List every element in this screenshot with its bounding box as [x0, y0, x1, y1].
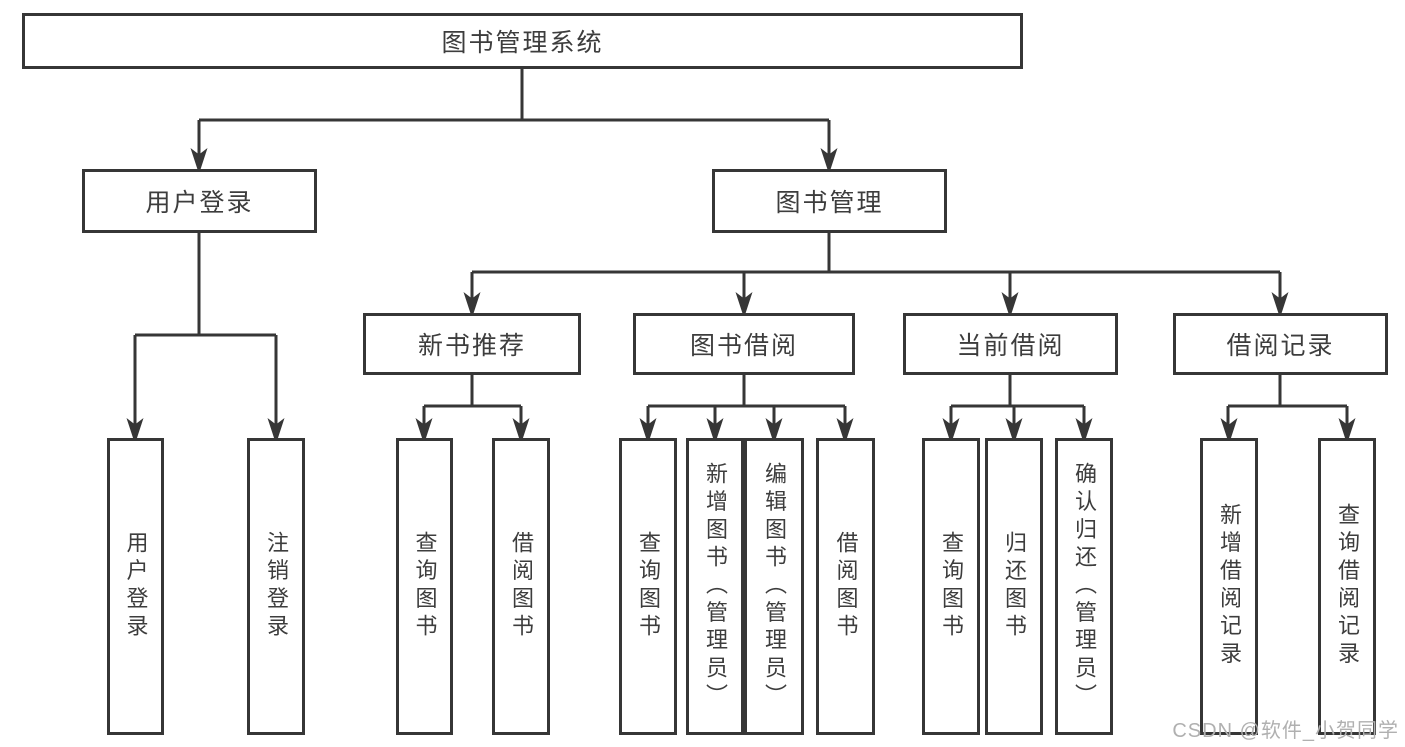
- node-label: 图书借阅: [689, 332, 798, 360]
- connector-records-group: [1226, 375, 1349, 434]
- leaf-label: 注销登录: [264, 531, 289, 642]
- connector-borrowing-group: [646, 375, 847, 434]
- leaf-label: 查询图书: [939, 531, 964, 642]
- node-user-login-module: 用户登录: [82, 169, 317, 233]
- leaf-label: 查询图书: [636, 531, 661, 642]
- node-label: 借阅记录: [1226, 332, 1335, 360]
- connector-root-to-level2: [197, 69, 831, 166]
- node-library-management-system: 图书管理系统: [22, 13, 1023, 69]
- leaf-return-books: 归还图书: [985, 438, 1043, 735]
- leaf-label: 用户登录: [123, 531, 149, 642]
- node-label: 图书管理系统: [441, 29, 604, 57]
- connector-user-login-group: [133, 233, 278, 434]
- leaf-user-login: 用户登录: [107, 438, 164, 735]
- node-book-management-module: 图书管理: [712, 169, 947, 233]
- leaf-logout: 注销登录: [247, 438, 305, 735]
- node-borrowing-records: 借阅记录: [1173, 313, 1388, 375]
- leaf-label: 借阅图书: [833, 531, 859, 642]
- leaf-edit-books-admin: 编辑图书（管理员）: [744, 438, 804, 735]
- node-new-book-recommendation: 新书推荐: [363, 313, 581, 375]
- leaf-borrow-books-recommendation: 借阅图书: [492, 438, 550, 735]
- leaf-label: 查询借阅记录: [1335, 503, 1360, 670]
- leaf-confirm-return-admin: 确认归还（管理员）: [1055, 438, 1113, 735]
- node-label: 当前借阅: [956, 332, 1065, 360]
- node-label: 图书管理: [775, 189, 884, 217]
- connector-current-group: [949, 375, 1086, 434]
- leaf-label: 归还图书: [1002, 531, 1027, 642]
- connector-book-mgmt-to-level3: [470, 233, 1282, 310]
- node-book-borrowing: 图书借阅: [633, 313, 855, 375]
- node-label: 新书推荐: [417, 332, 526, 360]
- node-current-borrowing: 当前借阅: [903, 313, 1118, 375]
- leaf-query-borrow-record: 查询借阅记录: [1318, 438, 1376, 735]
- connector-new-book-group: [422, 375, 523, 434]
- csdn-watermark: CSDN @软件_小贺同学: [1172, 720, 1399, 742]
- leaf-label: 编辑图书（管理员）: [762, 461, 787, 712]
- leaf-add-books-admin: 新增图书（管理员）: [686, 438, 744, 735]
- leaf-add-borrow-record: 新增借阅记录: [1200, 438, 1258, 735]
- leaf-label: 新增借阅记录: [1217, 503, 1242, 670]
- leaf-label: 借阅图书: [509, 531, 534, 642]
- leaf-borrow-books: 借阅图书: [816, 438, 875, 735]
- leaf-query-books-borrowing: 查询图书: [619, 438, 677, 735]
- leaf-label: 查询图书: [412, 531, 438, 642]
- leaf-label: 确认归还（管理员）: [1072, 461, 1097, 712]
- leaf-label: 新增图书（管理员）: [703, 461, 728, 712]
- leaf-query-books-current: 查询图书: [922, 438, 980, 735]
- node-label: 用户登录: [145, 189, 254, 217]
- leaf-query-books-recommendation: 查询图书: [396, 438, 453, 735]
